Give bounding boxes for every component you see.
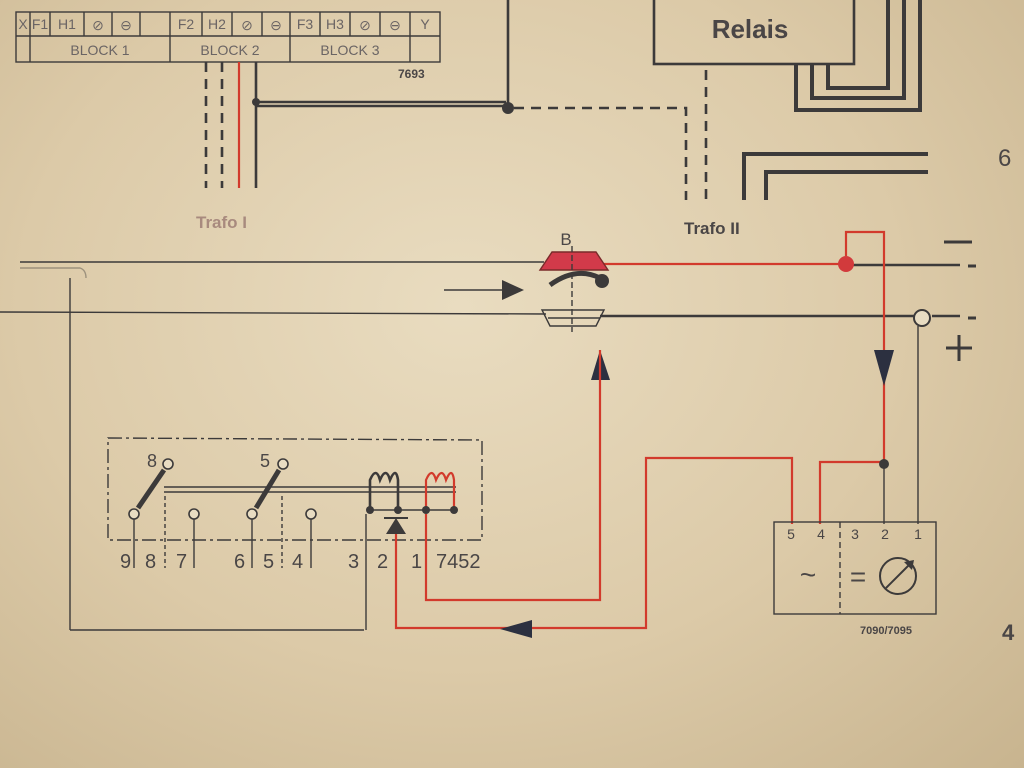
meter-terminal: 1 bbox=[914, 526, 922, 542]
terminal-label: 6 bbox=[234, 551, 245, 573]
terminal-label: 8 bbox=[145, 551, 156, 573]
meter-unit bbox=[773, 521, 937, 615]
table-code: 7693 bbox=[398, 67, 425, 81]
terminal-node bbox=[913, 309, 931, 327]
junction-node bbox=[838, 256, 854, 272]
sensor-label: B bbox=[560, 230, 571, 249]
header-cell: Y bbox=[420, 16, 430, 32]
trafo1-label: Trafo I bbox=[196, 213, 247, 232]
terminal-label: 9 bbox=[120, 551, 131, 573]
terminal-label: 7452 bbox=[436, 551, 481, 573]
block-label: BLOCK 1 bbox=[70, 42, 129, 58]
header-cell: ⊖ bbox=[389, 17, 401, 33]
trafo1-wires bbox=[204, 0, 708, 200]
bus-lines bbox=[0, 261, 960, 631]
header-cell: F3 bbox=[297, 16, 314, 32]
header-cell: ⊘ bbox=[359, 17, 371, 33]
terminal-label: 1 bbox=[411, 551, 422, 573]
header-cell: ⊘ bbox=[241, 17, 253, 33]
header-cell: H3 bbox=[326, 16, 344, 32]
header-cell: X bbox=[18, 16, 28, 32]
header-cell: F1 bbox=[32, 16, 49, 32]
terminal-top-label: 8 bbox=[147, 451, 157, 471]
meter-terminal-labels: 5 4 3 2 1 bbox=[787, 526, 922, 542]
meter-model: 7090/7095 bbox=[860, 625, 912, 637]
ac-symbol: ~ bbox=[800, 559, 816, 590]
meter-terminal: 2 bbox=[881, 526, 889, 542]
page-number-top: 6 bbox=[998, 145, 1011, 172]
polarity-marks bbox=[944, 240, 976, 361]
relay-label: Relais bbox=[712, 14, 789, 44]
terminal-label: 7 bbox=[176, 551, 187, 573]
red-wires bbox=[394, 350, 889, 630]
header-cell: ⊖ bbox=[270, 17, 282, 33]
header-cell: F2 bbox=[178, 16, 195, 32]
terminal-label: 3 bbox=[348, 551, 359, 573]
header-table: X F1 H1 ⊘ ⊖ F2 H2 ⊘ ⊖ F3 H3 ⊘ ⊖ Y BLOCK … bbox=[15, 11, 441, 81]
header-cell: ⊘ bbox=[92, 17, 104, 33]
diode-icon bbox=[384, 517, 408, 534]
trafo2-wires bbox=[742, 152, 928, 200]
dc-symbol: = bbox=[850, 561, 866, 592]
trafo2-label: Trafo II bbox=[684, 219, 740, 238]
terminal-label: 5 bbox=[263, 551, 274, 573]
header-cell: H2 bbox=[208, 16, 226, 32]
meter-terminal: 4 bbox=[817, 526, 825, 542]
meter-terminal: 5 bbox=[787, 526, 795, 542]
terminal-bottom-labels: 9 8 7 6 5 4 3 2 1 7452 bbox=[120, 551, 481, 573]
meter-terminal: 3 bbox=[851, 526, 859, 542]
arrow-left-icon bbox=[500, 620, 532, 638]
relay-box bbox=[652, 0, 922, 112]
header-cell: H1 bbox=[58, 16, 76, 32]
terminal-label: 4 bbox=[292, 551, 303, 573]
header-cell: ⊖ bbox=[120, 17, 132, 33]
sensor-b bbox=[538, 246, 610, 332]
terminal-top-label: 5 bbox=[260, 451, 270, 471]
arrow-right-icon bbox=[444, 280, 524, 300]
terminal-block bbox=[107, 437, 483, 630]
block-label: BLOCK 2 bbox=[200, 42, 259, 58]
page-number-bottom: 4 bbox=[1002, 620, 1015, 645]
terminal-label: 2 bbox=[377, 551, 388, 573]
block-label: BLOCK 3 bbox=[320, 42, 379, 58]
arrow-down-icon bbox=[874, 350, 894, 386]
